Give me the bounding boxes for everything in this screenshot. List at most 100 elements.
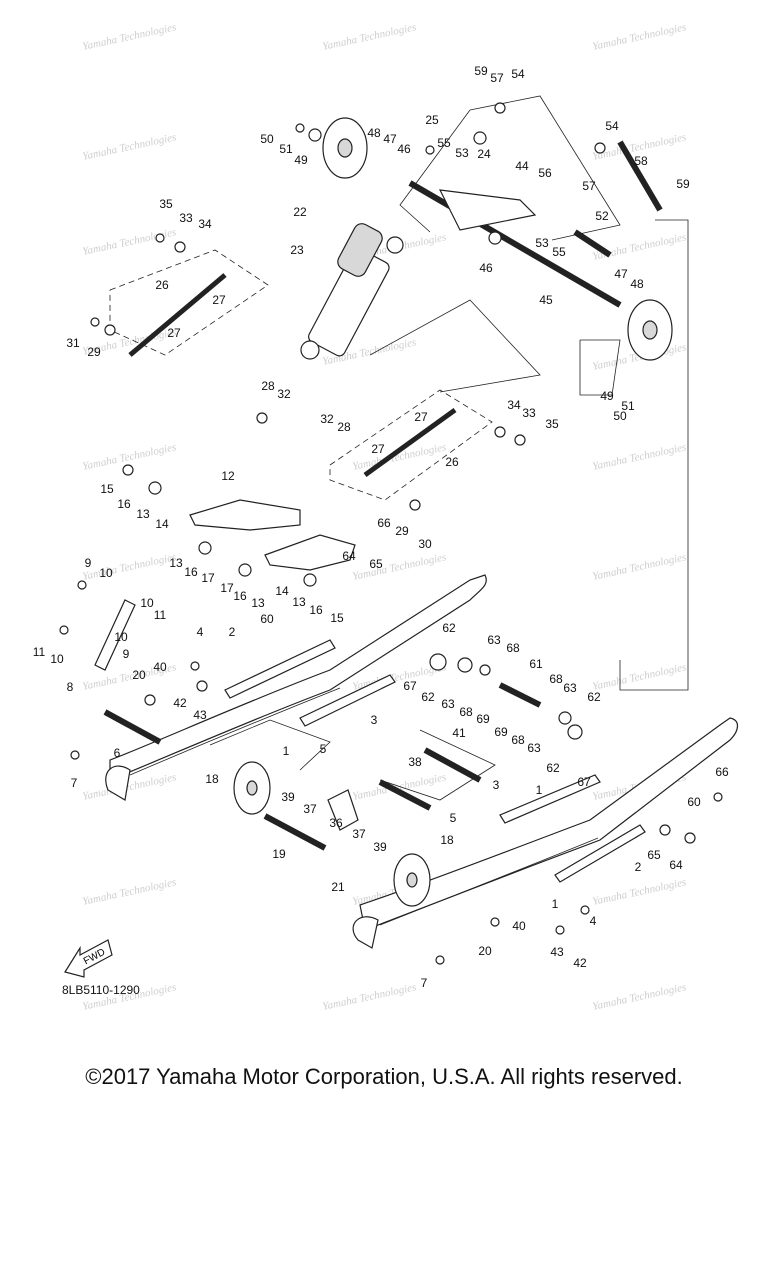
callout-number: 68 (549, 672, 563, 686)
watermark-text: Yamaha Technologies (81, 21, 177, 53)
callout-number: 3 (371, 713, 378, 727)
shock-absorber (300, 223, 404, 360)
callout-number: 10 (99, 566, 113, 580)
callout-number: 2 (229, 625, 236, 639)
callout-number: 42 (173, 696, 187, 710)
callout-number: 34 (507, 398, 521, 412)
callout-number: 46 (479, 261, 493, 275)
callout-number: 28 (337, 420, 351, 434)
callout-number: 64 (342, 549, 356, 563)
callout-number: 53 (455, 146, 469, 160)
watermark-text: Yamaha Technologies (81, 226, 177, 258)
callout-number: 29 (87, 345, 101, 359)
callout-number: 21 (331, 880, 345, 894)
callout-number: 66 (715, 765, 729, 779)
callout-number: 69 (494, 725, 508, 739)
callout-number: 57 (582, 179, 596, 193)
callout-number: 62 (587, 690, 601, 704)
callout-number: 55 (552, 245, 566, 259)
watermark-text: Yamaha Technologies (321, 981, 417, 1013)
callout-number: 39 (373, 840, 387, 854)
callout-number: 27 (167, 326, 181, 340)
callout-number: 11 (33, 645, 46, 659)
watermark-text: Yamaha Technologies (351, 551, 447, 583)
callout-number: 10 (114, 630, 128, 644)
callout-number: 67 (403, 679, 417, 693)
callout-number: 18 (205, 772, 219, 786)
callout-number: 6 (114, 746, 121, 760)
callout-number: 5 (320, 742, 327, 756)
callout-number: 26 (155, 278, 169, 292)
callout-number: 4 (590, 914, 597, 928)
watermark-text: Yamaha Technologies (351, 441, 447, 473)
arms (94, 189, 646, 883)
watermark-text: Yamaha Technologies (591, 876, 687, 908)
callout-number: 17 (201, 571, 215, 585)
slide-rail-right (352, 717, 739, 949)
callout-number: 69 (476, 712, 490, 726)
callout-number: 27 (212, 293, 226, 307)
callout-number: 1 (536, 783, 543, 797)
callout-number: 63 (441, 697, 455, 711)
callout-number: 37 (303, 802, 317, 816)
callout-number: 50 (260, 132, 274, 146)
callout-number: 36 (329, 816, 343, 830)
callout-number: 68 (506, 641, 520, 655)
callout-number: 37 (352, 827, 366, 841)
callout-number: 7 (421, 976, 428, 990)
callout-number: 40 (153, 660, 167, 674)
callout-number: 10 (50, 652, 64, 666)
callout-number: 56 (538, 166, 552, 180)
shafts (103, 140, 663, 851)
callout-number: 17 (220, 581, 234, 595)
diagram-code: 8LB5110-1290 (62, 983, 140, 997)
dashed-frames (109, 95, 689, 801)
callout-number: 42 (573, 956, 587, 970)
watermark-text: Yamaha Technologies (351, 771, 447, 803)
callout-number: 33 (522, 406, 536, 420)
callout-number: 62 (421, 690, 435, 704)
callout-number: 50 (613, 409, 627, 423)
callout-number: 16 (184, 565, 198, 579)
callout-number: 30 (418, 537, 432, 551)
watermark-text: Yamaha Technologies (591, 231, 687, 263)
callout-number: 39 (281, 790, 295, 804)
callout-number: 43 (550, 945, 564, 959)
callout-number: 48 (367, 126, 381, 140)
watermark-text: Yamaha Technologies (591, 661, 687, 693)
callout-number: 64 (669, 858, 683, 872)
callout-number: 18 (440, 833, 454, 847)
watermark-text: Yamaha Technologies (591, 981, 687, 1013)
callout-number: 48 (630, 277, 644, 291)
callout-number: 52 (595, 209, 609, 223)
watermark-text: Yamaha Technologies (81, 131, 177, 163)
callout-number: 49 (294, 153, 308, 167)
callout-number: 11 (154, 608, 167, 622)
callout-number: 51 (621, 399, 635, 413)
callout-number: 32 (320, 412, 334, 426)
watermark-text: Yamaha Technologies (591, 21, 687, 53)
callout-number: 16 (309, 603, 323, 617)
callout-number: 9 (85, 556, 92, 570)
callout-number: 63 (527, 741, 541, 755)
callout-number: 68 (511, 733, 525, 747)
callout-number: 45 (539, 293, 553, 307)
callout-number: 54 (511, 67, 525, 81)
callout-number: 65 (647, 848, 661, 862)
watermark-text: Yamaha Technologies (81, 551, 177, 583)
callout-number: 57 (490, 71, 504, 85)
callout-number: 8 (67, 680, 74, 694)
watermark-text: Yamaha Technologies (591, 441, 687, 473)
callout-number: 19 (272, 847, 286, 861)
callout-number: 31 (66, 336, 80, 350)
callout-number: 15 (100, 482, 114, 496)
callout-number: 9 (123, 647, 130, 661)
callout-number: 23 (290, 243, 304, 257)
callout-number: 46 (397, 142, 411, 156)
callout-number: 20 (132, 668, 146, 682)
callout-number: 51 (279, 142, 293, 156)
callout-number: 10 (140, 596, 154, 610)
callout-number: 59 (474, 64, 488, 78)
